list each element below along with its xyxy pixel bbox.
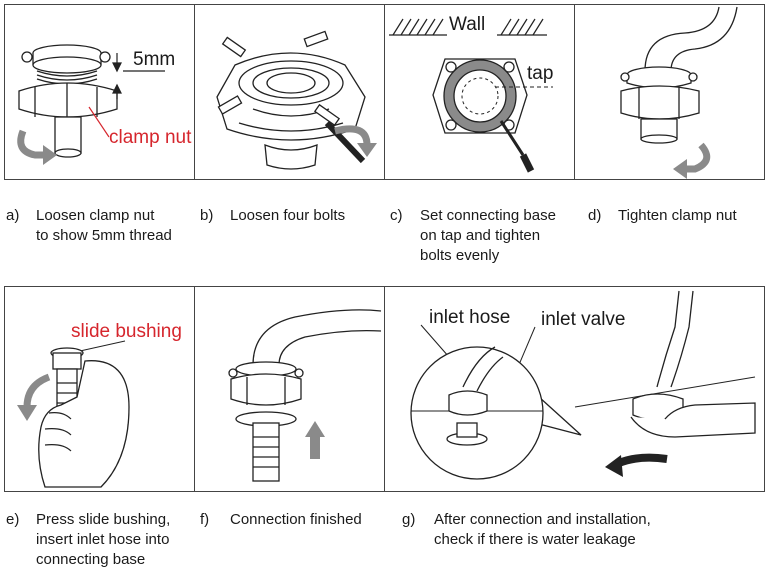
leak-check-illustration <box>410 290 756 480</box>
step-g-line-2: check if there is water leakage <box>434 531 636 548</box>
tap-label: tap <box>527 63 554 84</box>
step-g-letter: g) <box>402 511 416 528</box>
step-f-letter: f) <box>200 511 210 528</box>
step-e-letter: e) <box>6 511 20 528</box>
panel-f <box>194 286 385 492</box>
clamp-nut-label: clamp nut <box>109 127 192 148</box>
wall-tap-illustration <box>389 18 553 173</box>
inlet-hose-label: inlet hose <box>429 307 511 328</box>
inlet-valve-label: inlet valve <box>541 309 626 330</box>
step-e-line-3: connecting base <box>36 551 146 568</box>
wall-label: Wall <box>449 14 486 35</box>
panel-c: Wall tap <box>384 4 575 180</box>
step-e-line-2: insert inlet hose into <box>36 531 170 548</box>
step-d-letter: d) <box>588 207 602 224</box>
slide-bushing-illustration <box>17 340 130 488</box>
step-e-line-1: Press slide bushing, <box>36 511 171 528</box>
panel-e: slide bushing <box>4 286 195 492</box>
step-c-letter: c) <box>390 207 403 224</box>
step-f-line-1: Connection finished <box>230 511 362 528</box>
step-c-line-2: on tap and tighten <box>420 227 541 244</box>
panel-b <box>194 4 385 180</box>
step-a-line-2: to show 5mm thread <box>36 227 172 244</box>
clamp-nut-illustration <box>17 44 165 165</box>
step-c-line-3: bolts evenly <box>420 247 500 264</box>
connection-finished-illustration <box>228 309 382 482</box>
connecting-base-bolts-illustration <box>216 30 377 170</box>
step-g-line-1: After connection and installation, <box>434 511 651 528</box>
slide-bushing-label: slide bushing <box>71 321 182 342</box>
panel-a: 5mm clamp nut <box>4 4 195 180</box>
step-a-letter: a) <box>6 207 20 224</box>
tighten-clamp-nut-illustration <box>620 6 738 179</box>
step-b-line-1: Loosen four bolts <box>230 207 346 224</box>
step-b-letter: b) <box>200 207 214 224</box>
thread-5mm-label: 5mm <box>133 49 176 70</box>
panel-d <box>574 4 765 180</box>
panel-g: inlet hose inlet valve <box>384 286 765 492</box>
step-a-line-1: Loosen clamp nut <box>36 207 155 224</box>
step-d-line-1: Tighten clamp nut <box>618 207 737 224</box>
step-c-line-1: Set connecting base <box>420 207 556 224</box>
